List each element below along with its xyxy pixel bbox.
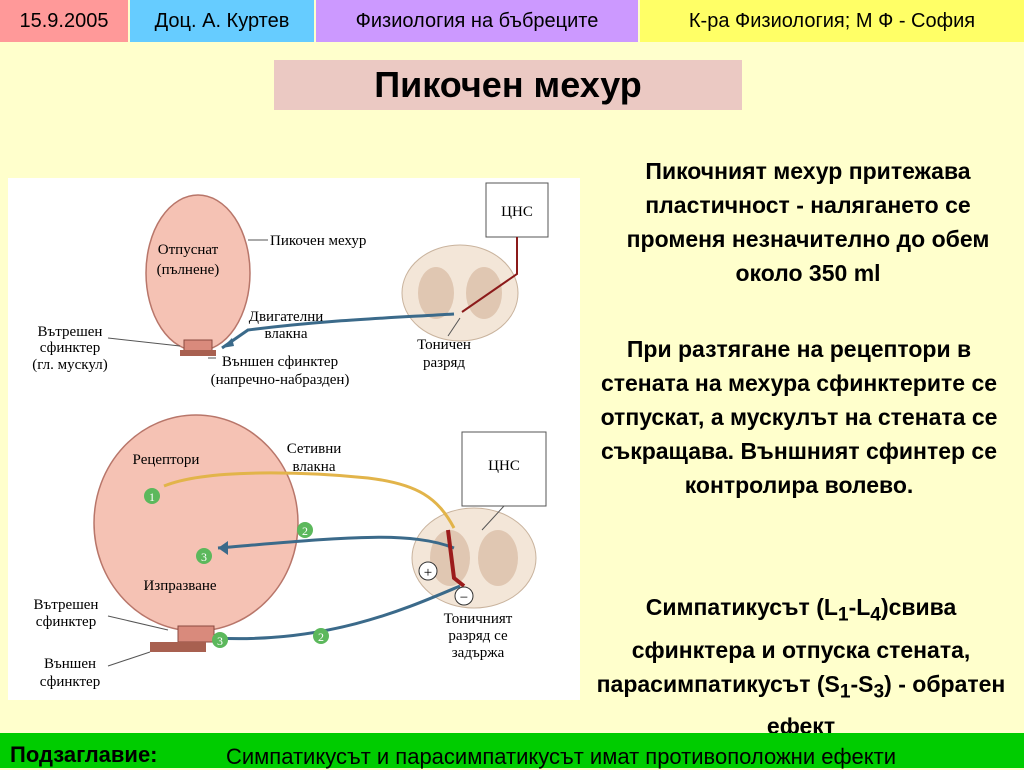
cns-box-top — [485, 182, 549, 238]
external-sphincter-top — [180, 350, 216, 356]
paragraph-stretch-receptors: При разтягане на рецептори в стената на … — [600, 336, 998, 498]
bottom-panel: ЦНС 1 2 3 2 3 + − Рецептори Сетивни влак… — [34, 414, 547, 690]
svg-text:Външен: Външен — [44, 656, 96, 672]
svg-text:Вътрешен: Вътрешен — [34, 597, 99, 613]
svg-text:разряд се: разряд се — [448, 628, 508, 644]
svg-text:(напречно-набразден): (напречно-набразден) — [211, 372, 350, 388]
slide-title: Пикочен мехур — [274, 60, 742, 110]
header-author: Доц. А. Куртев — [130, 0, 314, 42]
svg-text:Тоничен: Тоничен — [417, 337, 471, 353]
subtitle-label: Подзаглавие: — [10, 742, 158, 767]
svg-text:2: 2 — [318, 630, 324, 644]
svg-text:(пълнене): (пълнене) — [157, 262, 220, 278]
bladder-diagram: ЦНС Отпуснат (пълнене) Пикочен мехур Дви… — [8, 178, 580, 700]
efferent-fiber-lower — [213, 584, 461, 641]
svg-text:сфинктер: сфинктер — [36, 614, 96, 630]
motor-fibers-top — [221, 312, 455, 350]
svg-text:3: 3 — [201, 550, 207, 564]
header-date: 15.9.2005 — [0, 0, 128, 42]
svg-text:Външен сфинктер: Външен сфинктер — [222, 354, 338, 370]
svg-text:1: 1 — [149, 490, 155, 504]
svg-text:2: 2 — [302, 524, 308, 538]
svg-text:Изпразване: Изпразване — [143, 578, 216, 594]
top-panel: ЦНС Отпуснат (пълнене) Пикочен мехур Дви… — [32, 182, 549, 388]
subtitle-text: Симпатикусът и парасимпатикусът имат про… — [226, 744, 897, 769]
header-topic: Физиология на бъбреците — [316, 0, 638, 42]
efferent-fiber-upper — [217, 535, 455, 550]
svg-text:Вътрешен: Вътрешен — [38, 324, 103, 340]
svg-text:(гл. мускул): (гл. мускул) — [32, 357, 107, 373]
cns-box-bottom — [461, 431, 547, 507]
cns-label-bottom: ЦНС — [488, 458, 520, 474]
cns-label-top: ЦНС — [501, 204, 533, 220]
external-sphincter-bottom — [150, 642, 206, 652]
svg-text:сфинктер: сфинктер — [40, 340, 100, 356]
svg-text:Тоничният: Тоничният — [444, 611, 513, 627]
paragraph-autonomic: Симпатикусът (L1-L4)свива сфинктера и от… — [596, 594, 1006, 740]
bladder-emptying — [93, 414, 299, 632]
svg-text:+: + — [424, 565, 432, 581]
svg-text:−: − — [460, 590, 468, 606]
svg-text:Рецептори: Рецептори — [133, 452, 200, 468]
paragraph-plasticity: Пикочният мехур притежава пластичност - … — [626, 158, 990, 286]
footer-bar — [0, 733, 1024, 768]
svg-text:задържа: задържа — [452, 645, 505, 661]
svg-text:сфинктер: сфинктер — [40, 674, 100, 690]
svg-text:Пикочен мехур: Пикочен мехур — [270, 233, 366, 249]
svg-text:Отпуснат: Отпуснат — [158, 242, 219, 258]
svg-text:разряд: разряд — [423, 355, 465, 371]
sensory-fibers — [163, 471, 456, 529]
header-department: К-ра Физиология; М Ф - София — [640, 0, 1024, 42]
svg-text:Сетивни: Сетивни — [287, 441, 342, 457]
svg-text:влакна: влакна — [264, 326, 307, 342]
svg-text:3: 3 — [217, 634, 223, 648]
svg-text:Двигателни: Двигателни — [249, 309, 324, 325]
svg-text:влакна: влакна — [292, 459, 335, 475]
